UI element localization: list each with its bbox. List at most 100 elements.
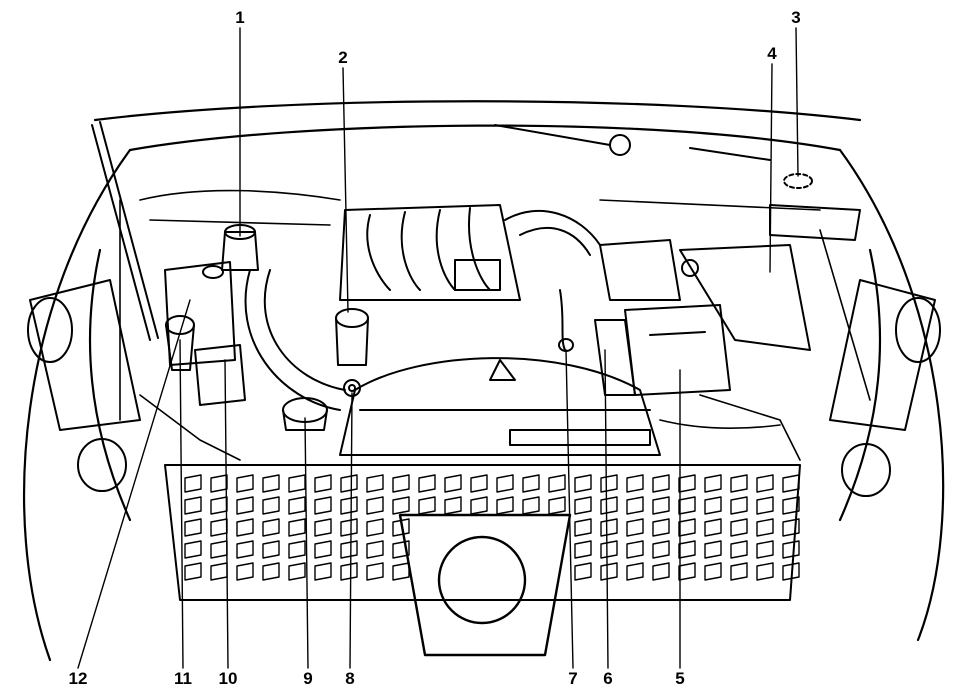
grille-cell <box>756 518 774 537</box>
grille-cell <box>600 496 618 515</box>
grille-cell <box>366 562 384 581</box>
vehicle-body-outline <box>22 100 945 662</box>
grille-cell <box>678 496 696 515</box>
headlight-right <box>829 279 941 497</box>
grille-cell <box>210 518 228 537</box>
radiator-hose <box>244 269 346 411</box>
grille-cell <box>704 540 722 559</box>
grille-cell <box>574 540 592 559</box>
grille-cell <box>522 474 540 493</box>
callout-3: 3 <box>791 8 800 27</box>
grille-cell <box>704 518 722 537</box>
callout-10: 10 <box>219 669 238 688</box>
grille-cell <box>574 562 592 581</box>
grille-cell <box>444 496 462 515</box>
grille-cell <box>288 496 306 515</box>
grille-cell <box>470 496 488 515</box>
grille-cell <box>366 496 384 515</box>
battery <box>594 304 731 396</box>
grille-cell <box>756 474 774 493</box>
grille-cell <box>626 496 644 515</box>
grille-cell <box>704 496 722 515</box>
grille-cell <box>340 496 358 515</box>
grille-cell <box>392 562 410 581</box>
grille-cell <box>418 496 436 515</box>
oil-filler-cap <box>335 308 369 366</box>
coolant-reservoir <box>164 261 236 366</box>
grille-cell <box>652 518 670 537</box>
grille-cell <box>262 518 280 537</box>
grille-cell <box>470 474 488 493</box>
grille-cell <box>678 562 696 581</box>
callout-labels: 1 2 3 4 5 6 7 8 9 10 11 12 <box>69 8 801 688</box>
grille-cell <box>730 474 748 493</box>
callout-12: 12 <box>69 669 88 688</box>
grille-cell <box>262 540 280 559</box>
callout-7: 7 <box>568 669 577 688</box>
hood-prop-rod <box>91 121 159 341</box>
grille-cell <box>184 474 202 493</box>
grille-cell <box>366 540 384 559</box>
callout-2: 2 <box>338 48 347 67</box>
grille-cell <box>392 540 410 559</box>
grille-cell <box>314 518 332 537</box>
grille-cell <box>366 518 384 537</box>
grille-cell <box>392 496 410 515</box>
grille-cell <box>314 496 332 515</box>
power-steering-reservoir <box>558 338 574 352</box>
grille-cell <box>652 474 670 493</box>
grille-cell <box>756 562 774 581</box>
grille-cell <box>184 562 202 581</box>
grille-cell <box>288 518 306 537</box>
wiper-arm <box>494 124 771 161</box>
grille-cell <box>262 496 280 515</box>
grille-cell <box>314 474 332 493</box>
grille-cell <box>548 474 566 493</box>
grille-cell <box>392 474 410 493</box>
callout-6: 6 <box>603 669 612 688</box>
grille-cell <box>704 474 722 493</box>
grille-cell <box>210 496 228 515</box>
front-grille <box>164 464 801 657</box>
grille-cell <box>366 474 384 493</box>
grille-cell <box>236 540 254 559</box>
grille-cell <box>782 518 800 537</box>
grille-cell <box>626 540 644 559</box>
grille-cell <box>288 562 306 581</box>
leader-lines <box>77 27 799 669</box>
grille-cell <box>340 540 358 559</box>
grille-cell <box>184 496 202 515</box>
grille-cell <box>626 474 644 493</box>
intake-manifold <box>339 204 521 301</box>
grille-cell <box>314 540 332 559</box>
grille-cell <box>236 562 254 581</box>
grille-cell <box>548 496 566 515</box>
grille-cell <box>522 496 540 515</box>
callout-8: 8 <box>345 669 354 688</box>
fuse-box <box>194 344 246 406</box>
grille-cell <box>704 562 722 581</box>
grille-cell <box>574 518 592 537</box>
grille-cell <box>340 562 358 581</box>
grille-cell <box>600 474 618 493</box>
grille-cell <box>574 496 592 515</box>
grille-cell <box>730 496 748 515</box>
grille-cell <box>340 518 358 537</box>
grille-cell <box>444 474 462 493</box>
grille-cell <box>782 474 800 493</box>
callout-11: 11 <box>174 669 192 688</box>
grille-cell <box>496 474 514 493</box>
grille-cell <box>652 562 670 581</box>
grille-cell <box>730 540 748 559</box>
grille-cell <box>236 474 254 493</box>
air-cleaner-housing <box>599 239 811 351</box>
grille-cell <box>782 496 800 515</box>
grille-cell <box>600 562 618 581</box>
grille-cell <box>392 518 410 537</box>
grille-cell <box>600 540 618 559</box>
strut-tower-right <box>769 173 861 241</box>
grille-cell <box>184 518 202 537</box>
grille-cell <box>678 474 696 493</box>
